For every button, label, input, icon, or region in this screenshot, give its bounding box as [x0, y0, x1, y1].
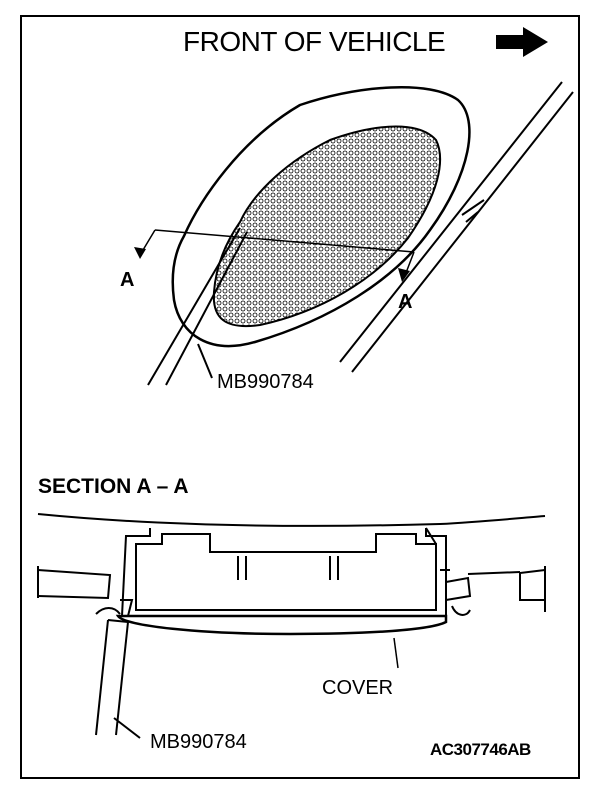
- cover-outline: [171, 86, 471, 348]
- arrow-right-icon: [496, 27, 548, 57]
- front-of-vehicle-label: FRONT OF VEHICLE: [183, 26, 446, 57]
- headliner: [37, 513, 546, 612]
- section-title: SECTION A – A: [38, 475, 189, 498]
- figure-code: AC307746AB: [430, 740, 531, 759]
- remover-tool-top: [147, 227, 248, 386]
- cover-leader: [393, 637, 399, 669]
- speaker-housing-section: [120, 527, 521, 617]
- remover-tool-section: [95, 619, 141, 739]
- section-mark-left: A: [120, 269, 135, 291]
- tool-label-top: MB990784: [217, 371, 314, 393]
- tool-label-bottom: MB990784: [150, 731, 247, 753]
- figure-frame: [20, 15, 580, 779]
- section-mark-right: A: [398, 291, 413, 313]
- speaker-grille: [212, 125, 442, 328]
- cover-section: [115, 614, 448, 636]
- cover-label: COVER: [322, 677, 394, 699]
- pillar-trim: [339, 81, 574, 373]
